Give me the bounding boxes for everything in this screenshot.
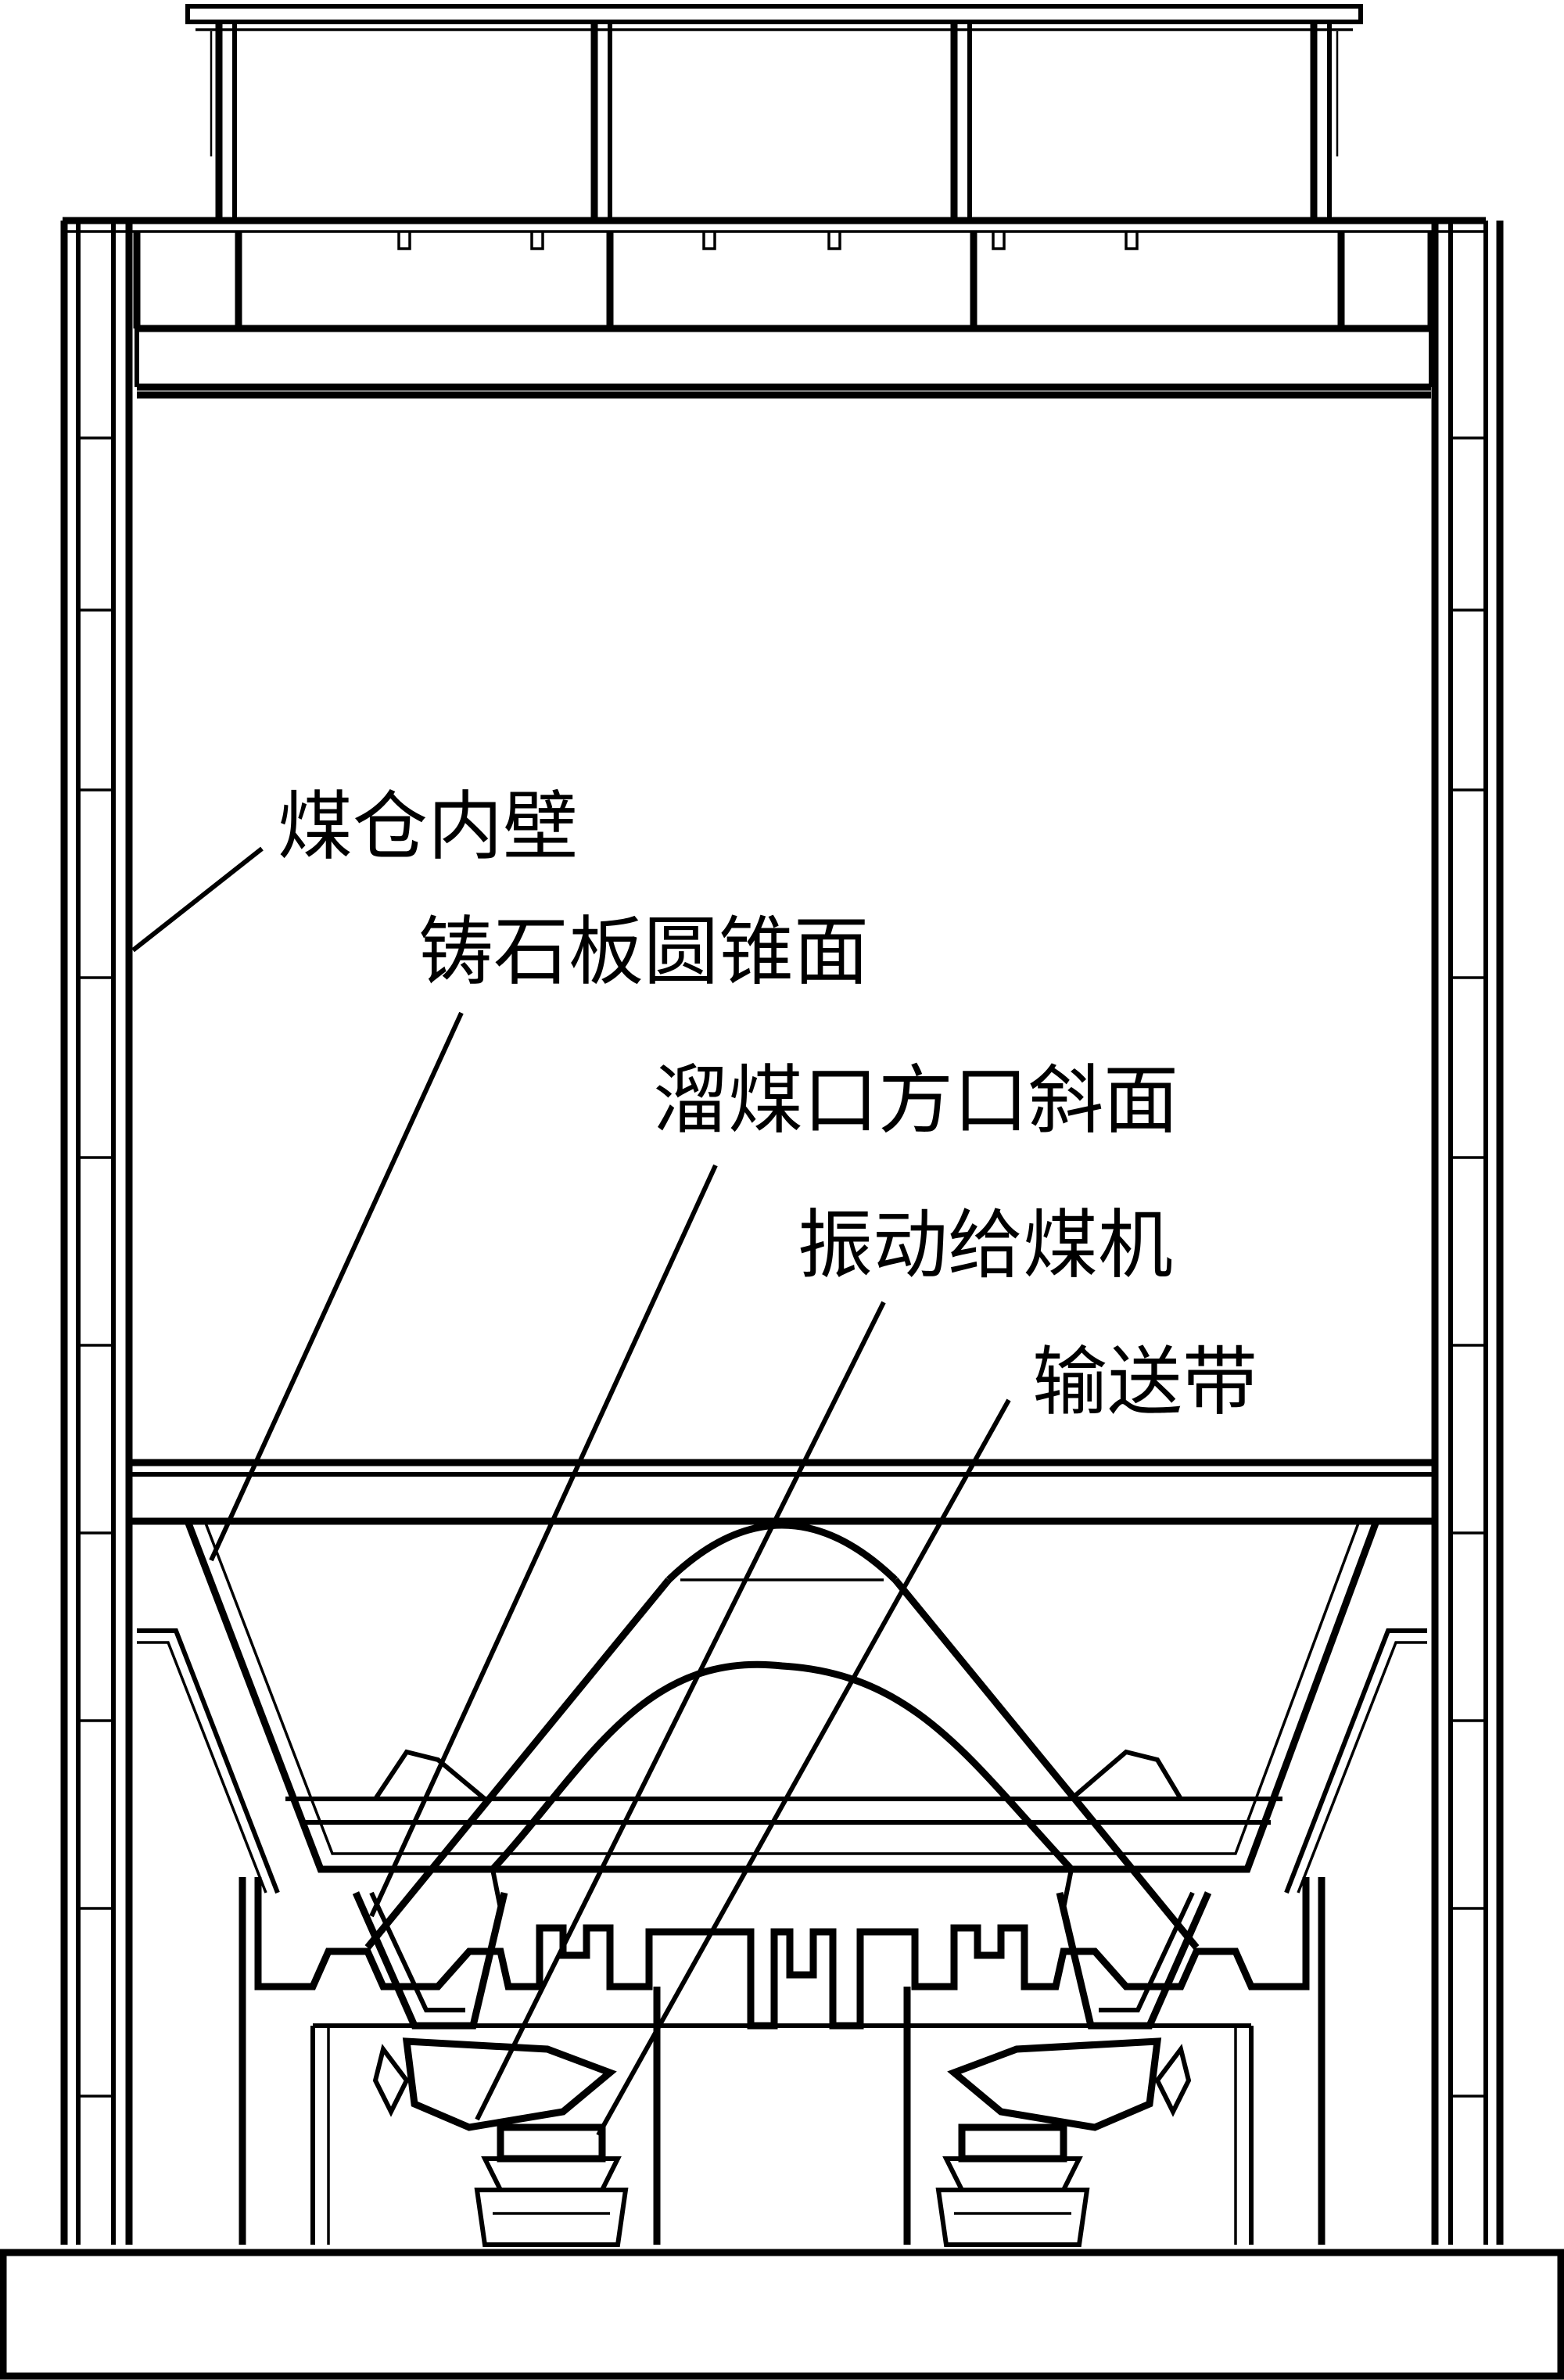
label-chute-square-slope: 溜煤口方口斜面: [653, 1057, 1178, 1144]
outer-columns: [60, 221, 1504, 2245]
leader-vibrating-feeder: [475, 1301, 886, 2121]
support-structure: [310, 1987, 1254, 2245]
label-conveyor-belt: 输送带: [1032, 1338, 1257, 1426]
leader-chute-square-slope: [369, 1164, 718, 1918]
leader-bunker-inner-wall: [131, 846, 264, 953]
leader-cast-stone-cone: [209, 1011, 464, 1562]
roof-structure: [63, 4, 1486, 391]
ring-beam: [127, 1459, 1437, 1525]
bunker-inner-wall: [125, 391, 1439, 1463]
chute-square-slope: [352, 1891, 1212, 2030]
leader-conveyor-belt: [596, 1398, 1011, 2137]
vibrating-feeder-right: [935, 2037, 1192, 2247]
toothed-beam: [239, 1877, 1325, 2245]
cast-stone-cone: [137, 1520, 1427, 1894]
central-dome: [364, 1521, 1200, 1950]
label-vibrating-feeder: 振动给煤机: [798, 1201, 1173, 1289]
ground-base: [0, 2249, 1564, 2380]
leader-lines: [131, 846, 1011, 2137]
label-bunker-inner-wall: 煤仓内壁: [278, 783, 578, 871]
label-cast-stone-cone: 铸石板圆锥面: [418, 908, 869, 996]
vibrating-feeder-left: [372, 2037, 629, 2247]
